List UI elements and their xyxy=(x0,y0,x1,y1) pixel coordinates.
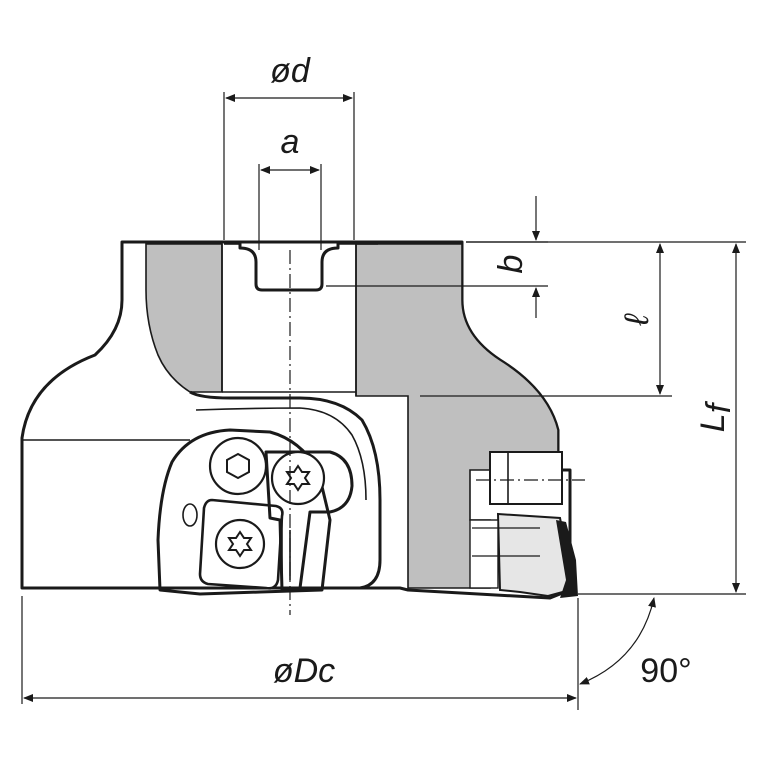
torx-socket-icon-2 xyxy=(285,464,311,492)
label-keyway-width: a xyxy=(281,123,300,161)
wedge xyxy=(264,450,354,592)
label-keyway-depth: b xyxy=(492,255,530,274)
dim-bore-diameter: ød xyxy=(223,52,355,240)
dim-angle: 90° xyxy=(579,597,692,690)
section-left xyxy=(145,243,223,393)
dim-total-length: Lf xyxy=(578,241,746,595)
insert-edge-black xyxy=(556,520,578,598)
dim-cutter-diameter: øDc xyxy=(21,596,579,710)
dim-keyway-width: a xyxy=(258,123,322,250)
torx-socket-icon xyxy=(227,530,253,558)
keyway xyxy=(238,242,340,292)
side-insert xyxy=(469,451,585,598)
label-bore-depth: ℓ xyxy=(618,313,656,327)
dim-keyway-depth: b xyxy=(326,196,548,318)
label-cutter-diameter: øDc xyxy=(273,652,335,690)
screw-hole xyxy=(469,519,499,589)
chip-pocket xyxy=(189,390,382,590)
label-bore-diameter: ød xyxy=(270,52,311,90)
hex-socket-icon xyxy=(226,452,250,480)
pocket-inner xyxy=(195,407,367,501)
insert-assembly xyxy=(156,428,354,596)
mounting-hole xyxy=(182,503,198,527)
label-total-length: Lf xyxy=(694,400,738,432)
dim-bore-depth: ℓ xyxy=(420,241,672,397)
insert-seat xyxy=(489,451,563,505)
label-angle: 90° xyxy=(640,652,691,690)
